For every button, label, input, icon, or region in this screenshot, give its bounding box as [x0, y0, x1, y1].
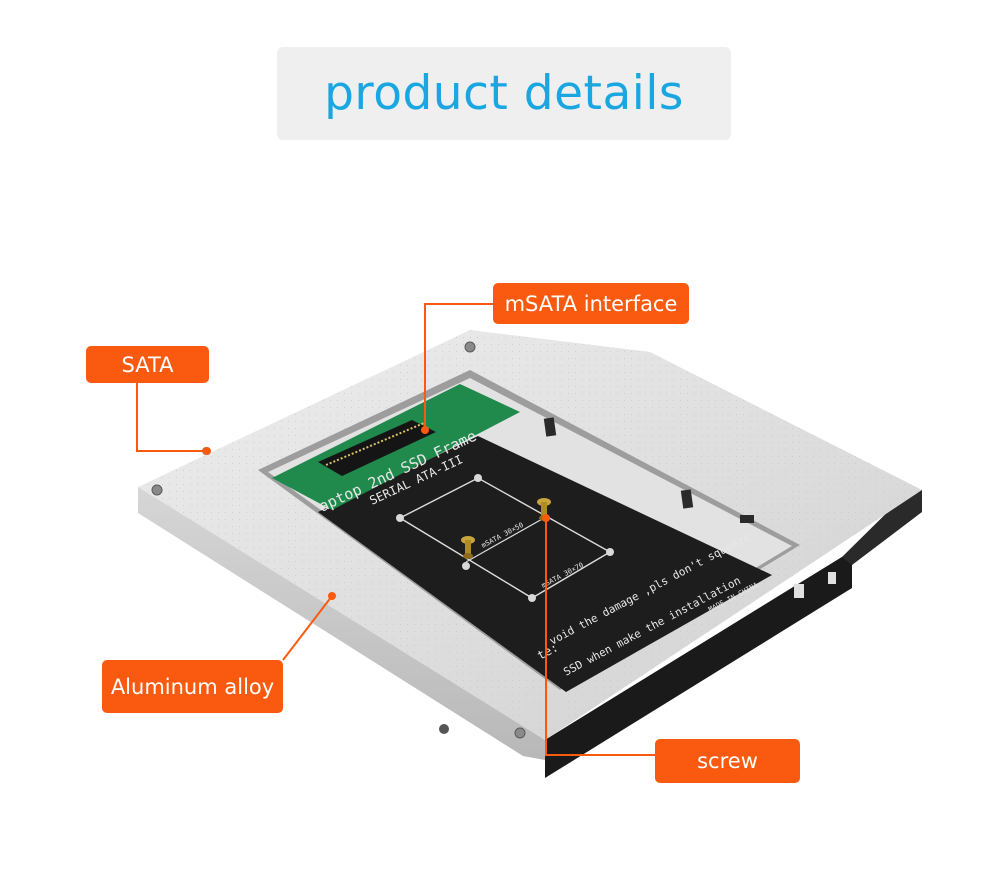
page-title: product details [324, 66, 684, 121]
callout-screw-label: screw [697, 749, 758, 773]
frame-right-side [545, 557, 852, 778]
callout-sata: SATA [86, 346, 209, 383]
callout-aluminum-label: Aluminum alloy [110, 674, 275, 699]
frame-front-wall [138, 487, 545, 760]
callout-msata-label: mSATA interface [504, 291, 678, 316]
screw-2 [461, 536, 475, 559]
screw-leader [545, 518, 655, 756]
callout-msata-interface: mSATA interface [493, 283, 689, 324]
msata-connector [318, 420, 436, 476]
callout-screw: screw [655, 739, 800, 783]
callout-sata-label: SATA [121, 352, 174, 377]
aluminum-leader [282, 595, 333, 661]
title-banner: product details [277, 47, 731, 140]
callout-aluminum-alloy: Aluminum alloy [102, 660, 283, 713]
msata-leader [424, 303, 493, 430]
sata-leader [136, 383, 207, 452]
